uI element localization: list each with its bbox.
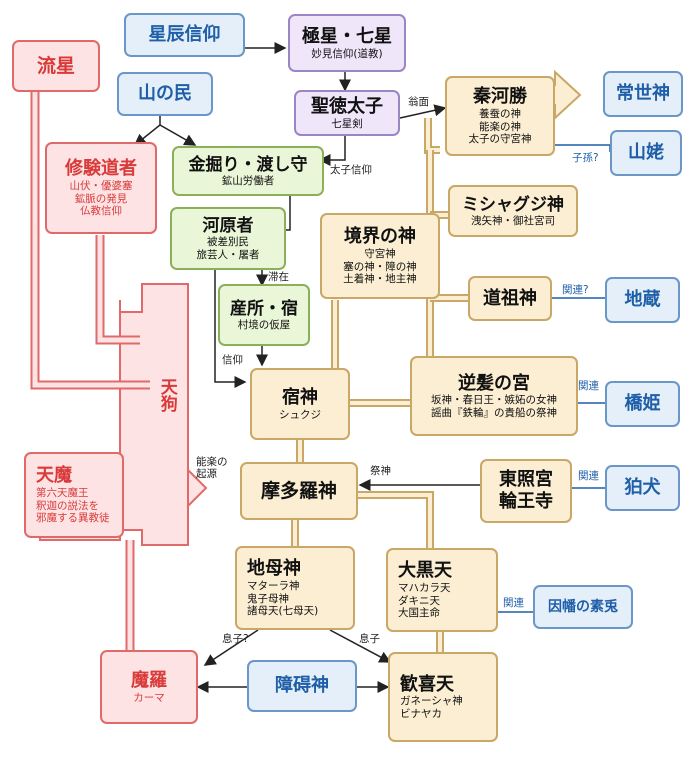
node-kanahori: 金掘り・渡し守 鉱山労働者 (172, 146, 324, 196)
node-tenma: 天魔 第六天魔王 釈迦の説法を 邪魔する異教徒 (24, 452, 124, 538)
node-subtitle: マターラ神 鬼子母神 諸母天(七母天) (247, 579, 319, 618)
node-subtitle: 坂神・春日王・嫉妬の女神 謡曲『鉄輪』の貴船の祭神 (431, 394, 557, 419)
node-komainu: 狛犬 (605, 465, 680, 511)
node-subtitle: 洩矢神・御社宮司 (471, 214, 555, 227)
node-title: 極星・七星 (302, 25, 392, 47)
node-tengu: 天狗 (155, 378, 177, 418)
node-sansho: 産所・宿 村境の仮屋 (218, 284, 310, 346)
node-title: 天魔 (36, 465, 72, 487)
node-title: 金掘り・渡し守 (188, 154, 308, 175)
node-jibojin: 地母神 マターラ神 鬼子母神 諸母天(七母天) (235, 546, 355, 630)
node-title: 山の民 (138, 83, 192, 105)
node-subtitle: 妙見信仰(道教) (311, 47, 383, 60)
node-title: 歓喜天 (400, 673, 454, 695)
label-shinko: 信仰 (222, 354, 243, 366)
node-subtitle: 村境の仮屋 (237, 318, 291, 331)
node-kyokusei: 極星・七星 妙見信仰(道教) (288, 14, 406, 72)
label-kanren-1: 関連 (578, 380, 599, 392)
node-title: 魔羅 (131, 669, 167, 691)
node-yamanba: 山姥 (610, 130, 682, 176)
node-title: 宿神 (282, 386, 318, 408)
node-subtitle: マハカラ天 ダキニ天 大国主命 (398, 581, 451, 620)
node-title: 大黒天 (398, 560, 452, 582)
node-inaba: 因幡の素兎 (533, 585, 633, 629)
node-title: 河原者 (202, 215, 254, 236)
node-sakagami: 逆髪の宮 坂神・春日王・嫉妬の女神 謡曲『鉄輪』の貴船の祭神 (410, 356, 578, 436)
label-taizai: 滞在 (268, 271, 289, 283)
label-okina: 翁面 (408, 96, 429, 108)
node-shukujin: 宿神 シュクジ (250, 368, 350, 440)
label-kanren-2: 関連 (578, 470, 599, 482)
node-title: 修験道者 (65, 158, 137, 180)
node-dosojin: 道祖神 (468, 276, 552, 321)
node-hatakawakatsu: 秦河勝 養蚕の神 能楽の神 太子の守宮神 (445, 76, 555, 156)
node-ryusei: 流星 (12, 40, 100, 92)
node-title: 流星 (36, 54, 75, 77)
label-kanren-3: 関連 (503, 597, 524, 609)
node-yamanotami: 山の民 (117, 72, 213, 116)
node-hashihime: 橋姫 (605, 381, 680, 427)
node-subtitle: 養蚕の神 能楽の神 太子の守宮神 (468, 107, 532, 146)
node-subtitle: 守宮神 塞の神・障の神 土着神・地主神 (343, 247, 417, 286)
node-title: 橋姫 (624, 393, 661, 415)
node-subtitle: 鉱山労働者 (221, 174, 275, 187)
label-sai-jin: 祭神 (370, 465, 391, 477)
label-musuko: 息子 (359, 633, 380, 645)
node-subtitle: カーマ (133, 691, 165, 704)
node-title: 常世神 (616, 83, 670, 105)
node-title: 天狗 (156, 378, 177, 412)
node-seishin-shinko: 星辰信仰 (124, 13, 245, 57)
label-musuko-q: 息子? (222, 633, 249, 645)
node-title: 因幡の素兎 (548, 598, 618, 615)
tengu-arrow (187, 467, 208, 509)
node-subtitle: シュクジ (279, 408, 321, 421)
node-title: 産所・宿 (230, 298, 298, 319)
node-title: 秦河勝 (473, 86, 527, 108)
node-title: 聖徳太子 (311, 95, 383, 117)
node-title: 境界の神 (344, 226, 416, 248)
node-subtitle: 被差別民 旅芸人・屠者 (196, 236, 260, 261)
label-kanren-q: 関連? (562, 284, 589, 296)
node-kawaramono: 河原者 被差別民 旅芸人・屠者 (170, 207, 286, 270)
node-title: 地蔵 (624, 289, 661, 311)
node-shugendo: 修験道者 山伏・優婆塞 鉱脈の発見 仏教信仰 (45, 142, 157, 234)
node-kangiten: 歓喜天 ガネーシャ神 ビナヤカ (388, 652, 498, 742)
label-taishi-shinko: 太子信仰 (330, 164, 372, 176)
matara-daikoku (356, 491, 434, 548)
node-title: 山姥 (628, 142, 664, 164)
node-shogejin: 障碍神 (247, 660, 357, 712)
node-title: 地母神 (247, 558, 301, 580)
node-subtitle: 山伏・優婆塞 鉱脈の発見 仏教信仰 (69, 179, 133, 218)
node-kyokai: 境界の神 守宮神 塞の神・障の神 土着神・地主神 (320, 213, 440, 299)
node-title: 東照宮 輪王寺 (499, 469, 553, 512)
node-title: 道祖神 (483, 287, 537, 309)
node-title: 逆髪の宮 (458, 372, 530, 394)
node-toshogu: 東照宮 輪王寺 (480, 459, 572, 523)
node-shotoku: 聖徳太子 七星剣 (294, 90, 400, 136)
node-title: 障碍神 (275, 675, 329, 697)
node-subtitle: 第六天魔王 釈迦の説法を 邪魔する異教徒 (36, 486, 110, 525)
node-daikokuten: 大黒天 マハカラ天 ダキニ天 大国主命 (386, 548, 498, 632)
node-title: ミシャグジ神 (462, 194, 564, 215)
node-subtitle: 七星剣 (331, 117, 363, 130)
label-shison: 子孫? (572, 152, 599, 164)
node-title: 摩多羅神 (260, 479, 337, 502)
node-matarajin: 摩多羅神 (240, 462, 358, 520)
node-mara: 魔羅 カーマ (100, 650, 198, 724)
node-jizo: 地蔵 (605, 277, 680, 323)
node-subtitle: ガネーシャ神 ビナヤカ (400, 695, 463, 720)
node-title: 星辰信仰 (148, 24, 221, 46)
label-nogaku: 能楽の 起源 (196, 456, 228, 481)
node-tokoyo: 常世神 (603, 71, 683, 117)
node-mishaguji: ミシャグジ神 洩矢神・御社宮司 (448, 185, 578, 237)
node-title: 狛犬 (624, 477, 661, 499)
